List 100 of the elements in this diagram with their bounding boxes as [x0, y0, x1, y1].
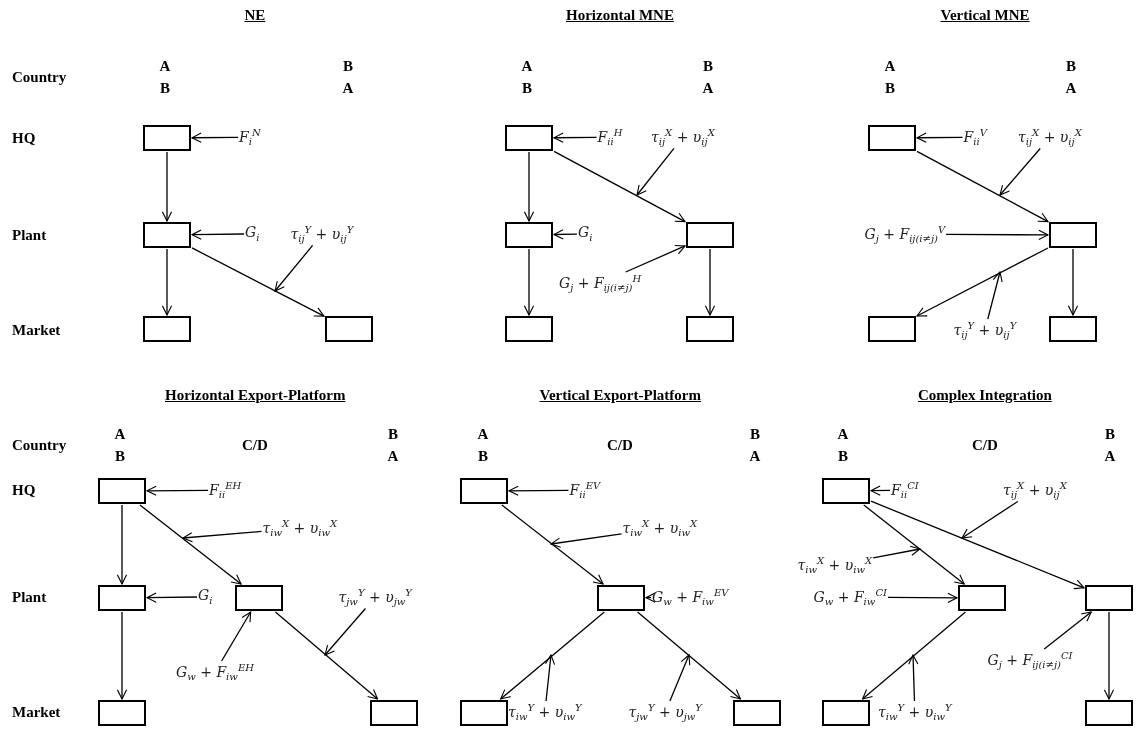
country-label: B — [1105, 426, 1115, 442]
formula-label: G$_{i}$ — [578, 225, 593, 243]
country-label: C/D — [972, 437, 998, 453]
country-label: C/D — [242, 437, 268, 453]
country-label: B — [478, 448, 488, 464]
entity-box — [686, 222, 734, 248]
arrow — [500, 611, 605, 700]
entity-box — [505, 316, 553, 342]
panel-title: Complex Integration — [918, 387, 1052, 403]
country-label: A — [702, 80, 714, 96]
country-label: B — [750, 426, 760, 442]
panel-title: Horizontal MNE — [566, 7, 674, 23]
arrow — [523, 151, 535, 222]
row-label: Plant — [12, 589, 47, 605]
entity-box — [733, 700, 781, 726]
arrow — [274, 611, 379, 700]
country-label: A — [749, 448, 761, 464]
arrow — [916, 132, 964, 143]
arrow — [1043, 611, 1092, 650]
arrow — [908, 654, 919, 702]
entity-box — [98, 585, 146, 611]
country-label: B — [885, 80, 895, 96]
country-label: A — [387, 448, 399, 464]
arrow — [870, 500, 1085, 590]
entity-box — [143, 222, 191, 248]
arrow — [1067, 248, 1079, 316]
arrow — [945, 229, 1049, 240]
country-label: A — [837, 426, 849, 442]
arrow — [220, 611, 252, 662]
country-label: B — [1066, 58, 1076, 74]
panel-title: NE — [244, 7, 266, 23]
arrow — [645, 592, 656, 603]
entity-box — [686, 316, 734, 342]
formula-label: G$_{i}$ — [198, 588, 213, 606]
arrow — [550, 533, 623, 548]
entity-box — [822, 478, 870, 504]
arrow — [987, 271, 1003, 320]
entity-box — [505, 125, 553, 151]
row-label: HQ — [12, 482, 36, 498]
country-label: A — [1104, 448, 1116, 464]
entity-box — [958, 585, 1006, 611]
arrow — [669, 654, 691, 702]
country-label: A — [342, 80, 354, 96]
entity-box — [143, 316, 191, 342]
panel-title: Horizontal Export-Platform — [165, 387, 346, 403]
row-label: Market — [12, 322, 61, 338]
entity-box — [370, 700, 418, 726]
country-label: A — [884, 58, 896, 74]
country-label: B — [388, 426, 398, 442]
entity-box — [98, 478, 146, 504]
row-label: Market — [12, 704, 61, 720]
arrow — [861, 611, 967, 700]
country-label: B — [115, 448, 125, 464]
entity-box — [460, 700, 508, 726]
arrow — [887, 592, 958, 603]
arrow — [508, 485, 570, 496]
entity-box — [505, 222, 553, 248]
arrow — [161, 248, 173, 316]
country-label: B — [703, 58, 713, 74]
country-label: B — [343, 58, 353, 74]
country-label: A — [1065, 80, 1077, 96]
arrow — [553, 150, 686, 223]
arrow — [324, 607, 367, 656]
arrow — [501, 504, 604, 585]
arrow — [636, 611, 742, 700]
entity-box — [1049, 222, 1097, 248]
entity-box — [235, 585, 283, 611]
panel-title: Vertical Export-Platform — [539, 387, 701, 403]
arrow — [191, 229, 245, 240]
arrow — [553, 229, 578, 240]
arrow — [116, 504, 128, 585]
entity-box — [143, 125, 191, 151]
entity-box — [868, 316, 916, 342]
arrow — [116, 611, 128, 700]
arrow — [916, 150, 1049, 223]
country-label: B — [838, 448, 848, 464]
arrow — [870, 485, 891, 496]
entity-box — [1085, 585, 1133, 611]
arrow — [191, 247, 325, 317]
arrow — [182, 530, 263, 543]
entity-box — [822, 700, 870, 726]
arrow — [146, 592, 198, 603]
country-label: A — [521, 58, 533, 74]
country-label: B — [160, 80, 170, 96]
arrow — [961, 500, 1019, 539]
arrow — [872, 545, 921, 559]
country-label: B — [522, 80, 532, 96]
arrow — [544, 654, 556, 702]
formula-label: G$_{i}$ — [245, 225, 260, 243]
entity-box — [460, 478, 508, 504]
arrow — [161, 151, 173, 222]
arrow — [916, 247, 1049, 317]
arrow — [146, 485, 209, 496]
row-label: Country — [12, 437, 67, 453]
arrow — [863, 504, 965, 585]
row-label: Plant — [12, 227, 47, 243]
entity-box — [1049, 316, 1097, 342]
arrow — [139, 504, 242, 585]
country-label: A — [477, 426, 489, 442]
arrow — [999, 147, 1041, 196]
